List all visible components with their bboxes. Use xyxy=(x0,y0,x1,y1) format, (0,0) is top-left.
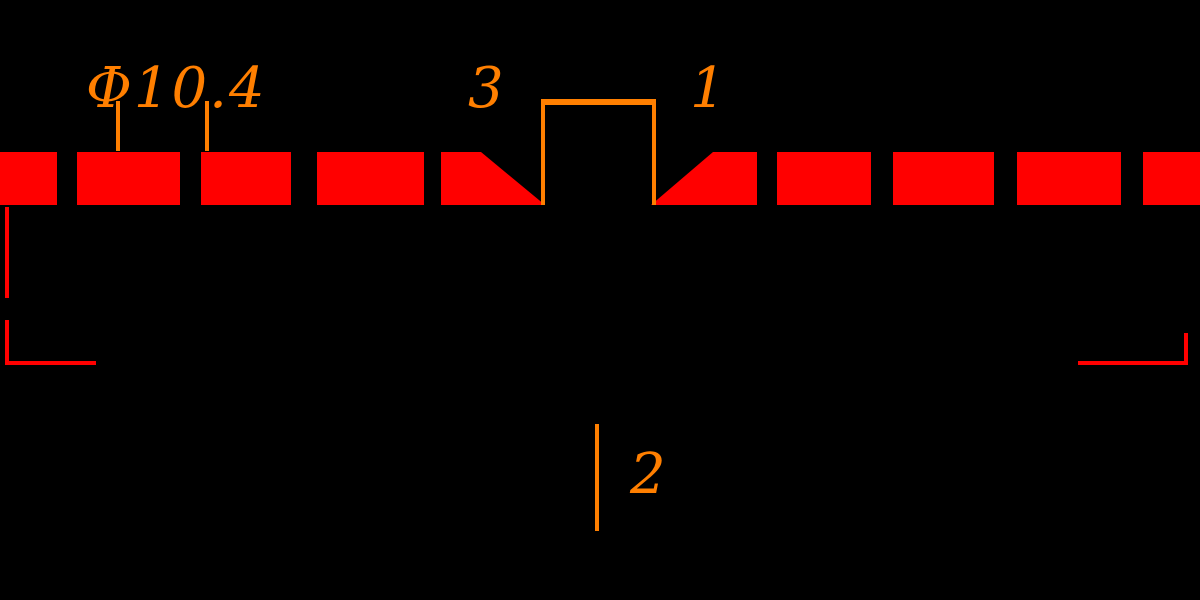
section-dash xyxy=(317,152,424,205)
dim2-label: 2 xyxy=(629,442,668,507)
section-chamfer-right xyxy=(651,152,757,205)
dimension-annotations: Φ10.4 3 1 2 xyxy=(86,56,728,531)
section-dash xyxy=(201,152,291,205)
section-dash xyxy=(893,152,994,205)
section-dash xyxy=(77,152,180,205)
section-band xyxy=(0,152,1200,205)
part-outline xyxy=(5,207,1188,365)
section-dash xyxy=(0,152,57,205)
dim3-label: 3 xyxy=(468,56,506,121)
dim1-label: 1 xyxy=(690,56,728,121)
section-dash xyxy=(777,152,871,205)
section-dash xyxy=(1017,152,1121,205)
section-dash xyxy=(1143,152,1200,205)
diameter-label: Φ10.4 xyxy=(86,56,267,121)
section-chamfer-left xyxy=(441,152,545,205)
